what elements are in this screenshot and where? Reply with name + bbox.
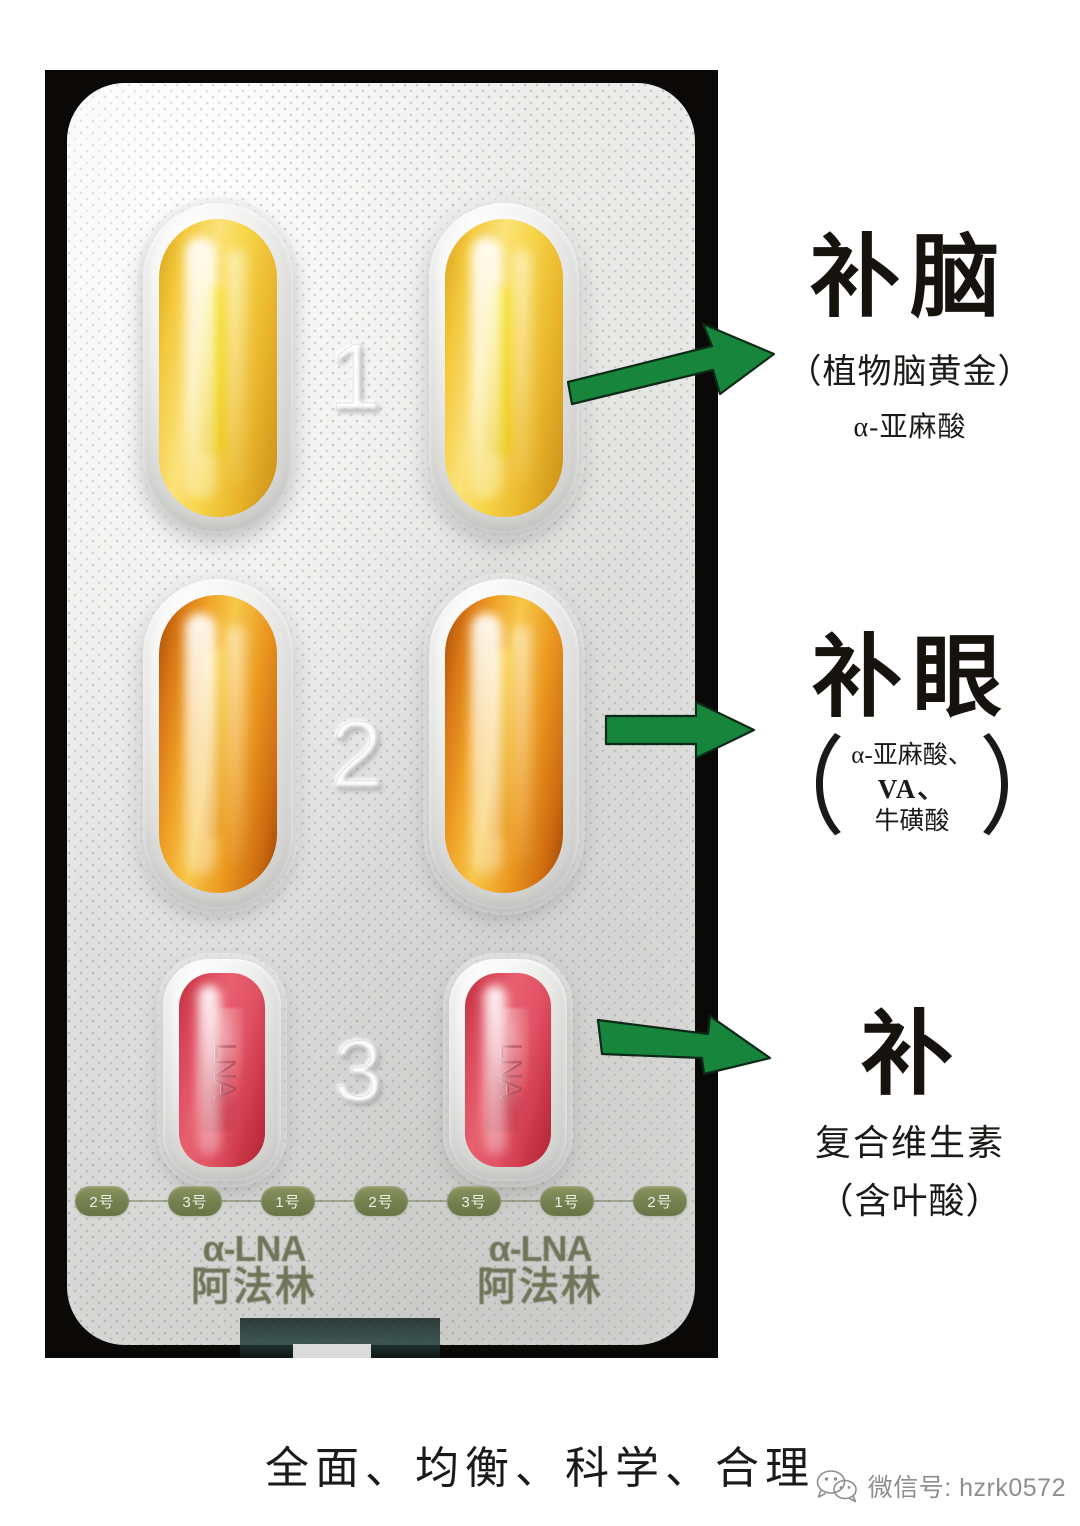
capsule-r1c2 — [445, 219, 563, 517]
cavity-number-3: 3 — [335, 1022, 385, 1122]
callout-subtitle: 复合维生素 — [814, 1123, 1005, 1163]
cavity-number-1: 1 — [328, 324, 383, 432]
brand-chinese: 阿法林 — [477, 1264, 603, 1309]
capsule-gloss — [470, 236, 502, 500]
capsule-gloss — [184, 236, 216, 500]
callout-ingredient-line: 牛磺酸 — [874, 808, 950, 836]
dose-tag: 3号 — [168, 1186, 222, 1216]
dose-tag: 3号 — [447, 1186, 501, 1216]
tag-strip: 2号 3号 1号 2号 3号 1号 2号 — [75, 1183, 687, 1219]
callout-ingredient-lines: α-亚麻酸、 VA、 牛磺酸 — [851, 742, 972, 836]
green-arrow-right-icon-eye — [604, 700, 756, 760]
dose-tag: 2号 — [75, 1186, 129, 1216]
callout-heading: 补脑 — [810, 224, 1010, 330]
dose-tag: 2号 — [633, 1186, 687, 1216]
capsule-gloss-secondary — [513, 624, 532, 864]
callout-ingredient-group: （ α-亚麻酸、 VA、 牛磺酸 ） — [749, 728, 1075, 848]
callout-subtitle: （植物脑黄金） — [787, 354, 1033, 391]
capsule-r2c2 — [445, 595, 563, 893]
brand-latin: α-LNA — [488, 1228, 592, 1269]
callout-heading: 补眼 — [812, 624, 1012, 730]
green-arrow-right-icon-vitamin — [596, 1014, 772, 1090]
wechat-watermark: 微信号: hzrk0572 — [816, 1468, 1066, 1504]
photo-bottom-chip-artifact — [293, 1344, 371, 1358]
tablet-logo-emboss: LNA — [207, 1042, 241, 1098]
callout-ingredient: α-亚麻酸 — [853, 412, 967, 443]
callout-brain: 补脑 （植物脑黄金） α-亚麻酸 — [750, 232, 1070, 445]
paren-open: （ — [749, 728, 846, 848]
capsule-gloss-secondary — [513, 248, 532, 488]
paren-close: ） — [978, 728, 1075, 848]
capsule-gloss — [470, 612, 502, 876]
cavity-number-2: 2 — [330, 702, 385, 810]
capsule-gloss — [184, 612, 216, 876]
blister-pack: 1 2 LNA LNA 3 — [67, 83, 695, 1345]
wechat-logo-icon — [816, 1469, 858, 1503]
brand-latin: α-LNA — [202, 1228, 306, 1269]
wechat-id-text: 微信号: hzrk0572 — [867, 1474, 1066, 1502]
tablet-gloss — [197, 984, 221, 1156]
callout-eye: 补眼 （ α-亚麻酸、 VA、 牛磺酸 ） — [749, 624, 1075, 848]
tablet-r3c2: LNA — [465, 973, 551, 1167]
brand-chinese: 阿法林 — [191, 1264, 317, 1309]
dose-tag: 1号 — [261, 1186, 315, 1216]
tablet-gloss — [483, 984, 507, 1156]
page-tagline: 全面、均衡、科学、合理 — [265, 1444, 815, 1493]
capsule-r2c1 — [159, 595, 277, 893]
callout-ingredient: （含叶酸） — [817, 1181, 1003, 1221]
green-arrow-right-icon-brain — [566, 322, 776, 406]
dose-tag: 1号 — [540, 1186, 594, 1216]
brand-mark-left: α-LNA 阿法林 — [159, 1228, 349, 1309]
capsule-gloss-secondary — [227, 248, 246, 488]
callout-ingredient-line: VA、 — [877, 774, 947, 804]
brand-mark-right: α-LNA 阿法林 — [445, 1228, 635, 1309]
capsule-r1c1 — [159, 219, 277, 517]
dose-tag: 2号 — [354, 1186, 408, 1216]
tablet-logo-emboss: LNA — [493, 1042, 527, 1098]
callout-ingredient-line: α-亚麻酸、 — [851, 742, 973, 769]
callout-vitamin: 补 复合维生素 （含叶酸） — [750, 1008, 1070, 1224]
capsule-gloss-secondary — [227, 624, 246, 864]
callout-heading: 补 — [860, 1000, 959, 1108]
tablet-r3c1: LNA — [179, 973, 265, 1167]
